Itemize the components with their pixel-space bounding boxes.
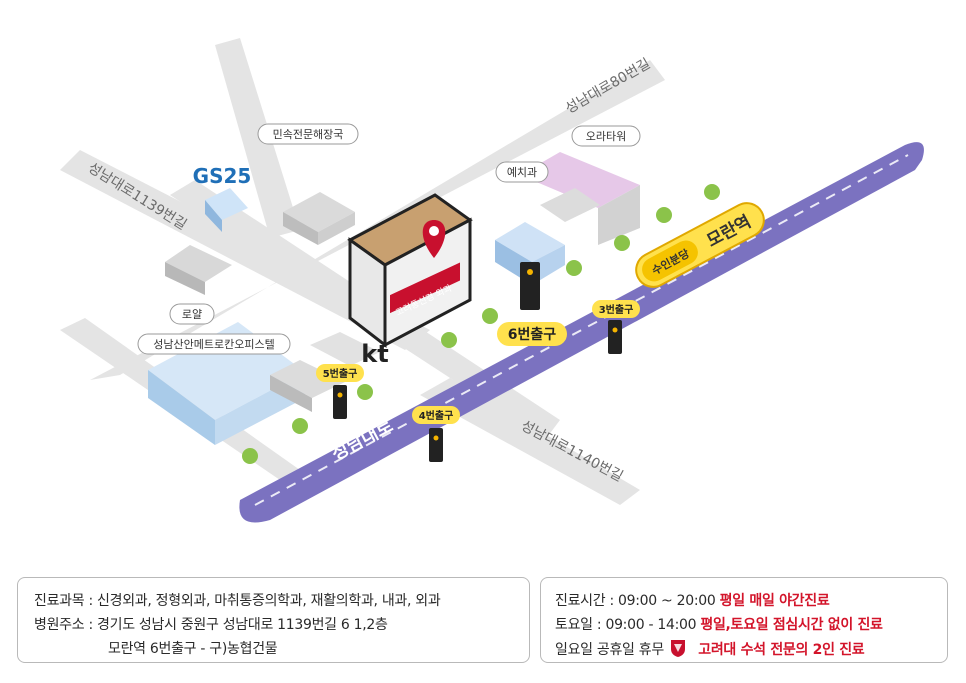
gs25-logo: GS25 <box>193 164 252 188</box>
svg-text:로얄: 로얄 <box>182 307 202 321</box>
info-holiday-row: 일요일 공휴일 휴무 고려대 수석 전문의 2인 진료 <box>555 638 865 659</box>
exit-posts <box>333 262 622 462</box>
info-hours-note: 평일 매일 야간진료 <box>719 593 830 609</box>
minsok-building <box>283 192 355 245</box>
info-departments: 진료과목 : 신경외과, 정형외과, 마취통증의학과, 재활의학과, 내과, 외… <box>34 593 441 609</box>
info-box-right: 진료시간 : 09:00 ~ 20:00 평일 매일 야간진료 토요일 : 09… <box>540 577 948 663</box>
trees <box>242 184 720 464</box>
royal-building <box>165 245 232 295</box>
kt-logo: kt <box>361 340 388 368</box>
svg-text:5번출구: 5번출구 <box>323 367 358 380</box>
info-sat-row: 토요일 : 09:00 - 14:00 평일,토요일 점심시간 없이 진료 <box>555 614 883 634</box>
ora-tower <box>520 152 640 245</box>
hospital-building <box>347 193 473 349</box>
info-box-left: 진료과목 : 신경외과, 정형외과, 마취통증의학과, 재활의학과, 내과, 외… <box>17 577 530 663</box>
info-hours: 진료시간 : 09:00 ~ 20:00 <box>555 593 716 609</box>
info-hours-row: 진료시간 : 09:00 ~ 20:00 평일 매일 야간진료 <box>555 590 830 610</box>
info-sat-note: 평일,토요일 점심시간 없이 진료 <box>700 617 883 633</box>
svg-text:예치과: 예치과 <box>507 166 537 179</box>
kt-building <box>270 332 380 412</box>
exit-6-label: 6번출구 <box>497 322 567 346</box>
label-yechi: 예치과 <box>495 161 549 183</box>
info-address: 병원주소 : 경기도 성남시 중원구 성남대로 1139번길 6 1,2층 <box>34 617 388 633</box>
gs25-store <box>205 188 248 232</box>
info-doctors-note: 고려대 수석 전문의 2인 진료 <box>698 642 865 658</box>
svg-text:6번출구: 6번출구 <box>508 326 557 343</box>
label-royal: 로얄 <box>169 303 215 325</box>
info-sat: 토요일 : 09:00 - 14:00 <box>555 617 697 633</box>
svg-text:성남산안메트로칸오피스텔: 성남산안메트로칸오피스텔 <box>153 338 274 351</box>
exit-5-label: 5번출구 <box>316 364 364 382</box>
location-pin-icon <box>422 220 446 258</box>
korea-univ-seal-icon <box>671 640 686 657</box>
info-holiday: 일요일 공휴일 휴무 <box>555 642 664 658</box>
exit-4-label: 4번출구 <box>412 406 460 424</box>
exit-3-label: 3번출구 <box>592 300 640 318</box>
label-minsok: 민속전문해장국 <box>257 123 359 145</box>
label-ora: 오라타워 <box>571 125 641 147</box>
svg-text:3번출구: 3번출구 <box>599 303 634 316</box>
yechi-building <box>495 188 600 285</box>
svg-text:4번출구: 4번출구 <box>419 409 454 422</box>
area-map: 성남대로80번길 성남대로1139번길 성남대로1140번길 성남대로 민속전문… <box>60 38 924 523</box>
svg-text:민속전문해장국: 민속전문해장국 <box>273 127 344 141</box>
svg-text:오라타워: 오라타워 <box>586 130 626 143</box>
info-directions: 모란역 6번출구 - 구)농협건물 <box>108 641 278 657</box>
label-officetel: 성남산안메트로칸오피스텔 <box>137 333 291 355</box>
